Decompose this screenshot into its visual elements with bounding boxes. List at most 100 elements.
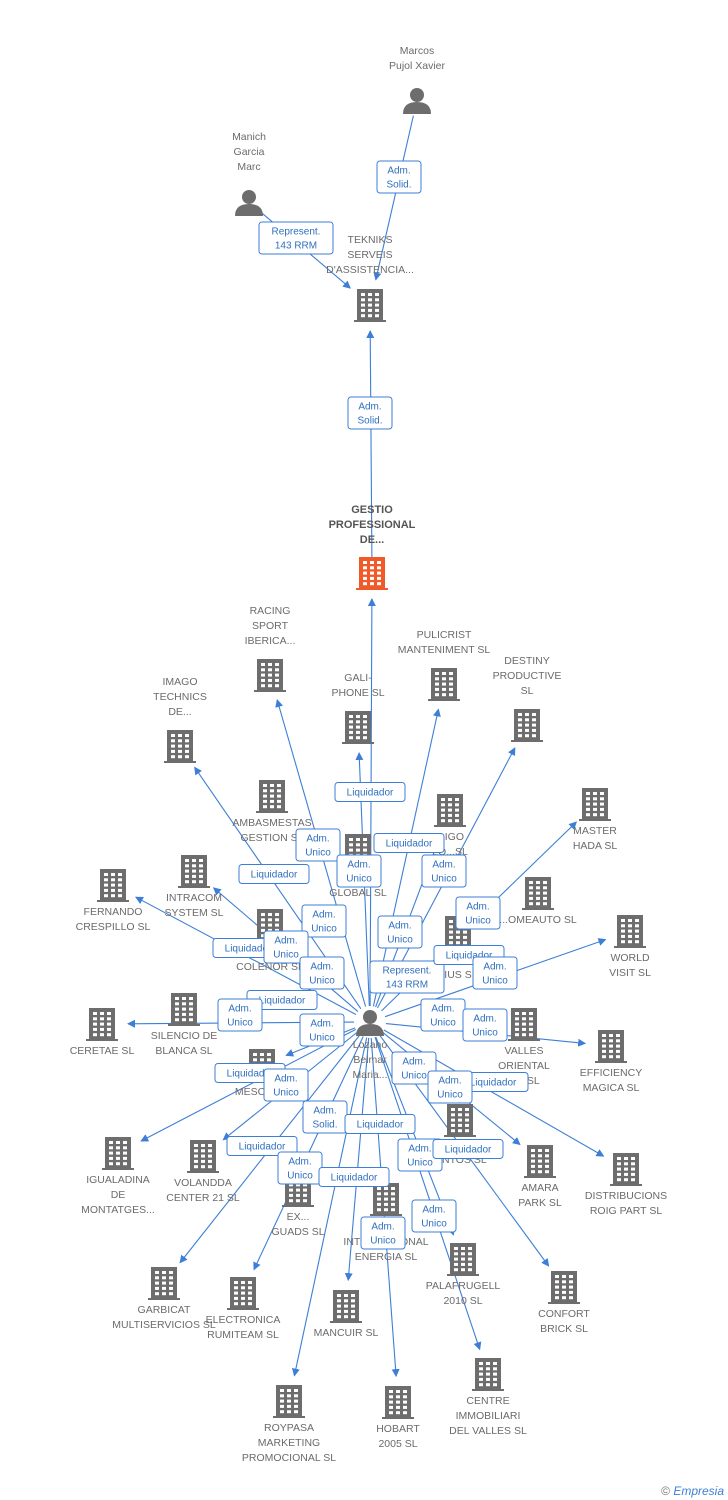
node-imago[interactable]: IMAGOTECHNICSDE... — [153, 676, 207, 763]
node-mancuir[interactable]: MANCUIR SL — [314, 1290, 379, 1339]
building-icon — [579, 788, 611, 821]
node-label: GARBICAT — [138, 1304, 191, 1316]
relation-label[interactable]: Adm. Solid. — [376, 160, 422, 194]
node-label: DEL VALLES SL — [449, 1425, 527, 1437]
relation-text: Liquidador — [445, 1145, 492, 1156]
node-label: GESTION SL — [240, 832, 303, 844]
building-icon — [610, 1153, 642, 1186]
building-icon — [472, 1358, 504, 1391]
relation-label[interactable]: Adm.Unico — [299, 956, 345, 990]
relation-label[interactable]: Liquidador — [334, 782, 406, 802]
relation-text: Liquidador — [227, 1069, 274, 1080]
relation-text: Unico — [465, 916, 491, 927]
relation-label[interactable]: Adm.Unico — [263, 1068, 309, 1102]
relation-label[interactable]: Represent.143 RRM — [369, 960, 445, 994]
node-label: IMAGO — [162, 676, 197, 688]
relation-label[interactable]: Adm.Unico — [360, 1216, 406, 1250]
building-icon — [595, 1030, 627, 1063]
relation-text: Unico — [309, 1033, 335, 1044]
relation-text: Adm. — [274, 936, 297, 947]
relation-label[interactable]: Adm.Solid. — [347, 396, 393, 430]
relation-label[interactable]: Adm.Unico — [336, 854, 382, 888]
relation-text: Adm. — [387, 166, 410, 177]
relation-label[interactable]: Adm.Unico — [217, 998, 263, 1032]
node-label: FERNANDO — [84, 906, 143, 918]
relation-label[interactable]: Represent.143 RRM — [258, 221, 334, 255]
relation-label[interactable]: Adm.Unico — [421, 854, 467, 888]
relation-label[interactable]: Liquidador — [226, 1136, 298, 1156]
relation-label[interactable]: Liquidador — [318, 1167, 390, 1187]
relation-label[interactable]: Adm.Unico — [411, 1199, 457, 1233]
node-lozano[interactable]: LozanoBelmarMaria... — [352, 1010, 388, 1081]
node-igualadina[interactable]: IGUALADINADEMONTATGES... — [81, 1137, 155, 1216]
relation-label[interactable]: Adm.Unico — [277, 1151, 323, 1185]
node-ceretae[interactable]: CERETAE SL — [70, 1008, 135, 1057]
node-label: MAGICA SL — [583, 1082, 640, 1094]
node-label: PROFESSIONAL — [329, 519, 416, 531]
node-tekniks[interactable]: TEKNIKSSERVEISD'ASSISTENCIA... — [326, 234, 414, 322]
edge-lozano-gestio — [367, 598, 376, 1007]
relation-label[interactable]: Adm.Unico — [455, 896, 501, 930]
relation-label[interactable]: Adm.Unico — [377, 915, 423, 949]
node-label: VOLANDDA — [174, 1177, 232, 1189]
relation-label[interactable]: Adm.Unico — [462, 1008, 508, 1042]
node-label: Maria... — [352, 1069, 387, 1081]
relation-text: Solid. — [386, 180, 411, 191]
relation-label[interactable]: Adm.Unico — [420, 998, 466, 1032]
node-homeauto[interactable]: ...OMEAUTO SL — [499, 877, 577, 926]
relation-text: Adm. — [388, 921, 411, 932]
relation-label[interactable]: Adm.Unico — [295, 828, 341, 862]
node-label: INTRACOM — [166, 892, 222, 904]
relation-text: Unico — [227, 1018, 253, 1029]
building-icon — [354, 289, 386, 322]
node-racing[interactable]: RACINGSPORTIBERICA... — [245, 605, 296, 692]
node-galiphone[interactable]: GALI-PHONE SL — [331, 672, 385, 744]
relation-text: Unico — [482, 976, 508, 987]
node-label: ...OMEAUTO SL — [499, 914, 577, 926]
node-intracom[interactable]: INTRACOM SYSTEM SL — [165, 855, 224, 919]
node-label: 2010 SL — [443, 1295, 482, 1307]
relation-label[interactable]: Liquidador — [238, 864, 310, 884]
relation-label[interactable]: Adm.Unico — [391, 1051, 437, 1085]
node-label: RUMITEAM SL — [207, 1329, 279, 1341]
relation-label[interactable]: Adm.Unico — [263, 930, 309, 964]
relation-label[interactable]: Adm.Unico — [299, 1013, 345, 1047]
relation-label[interactable]: Liquidador — [373, 833, 445, 853]
node-gestio[interactable]: GESTIOPROFESSIONALDE... — [329, 504, 416, 590]
node-label: HADA SL — [573, 840, 618, 852]
building-icon — [356, 557, 388, 590]
relation-label[interactable]: Liquidador — [457, 1072, 529, 1092]
building-icon — [511, 709, 543, 742]
relation-label[interactable]: Liquidador — [344, 1114, 416, 1134]
relation-label[interactable]: Adm.Unico — [427, 1070, 473, 1104]
relation-label[interactable]: Adm.Solid. — [302, 1100, 348, 1134]
relation-label[interactable]: Liquidador — [432, 1139, 504, 1159]
relation-text: Adm. — [402, 1057, 425, 1068]
relation-label[interactable]: Adm.Unico — [472, 956, 518, 990]
relation-label[interactable]: Adm.Unico — [301, 904, 347, 938]
building-icon — [168, 993, 200, 1026]
node-label: Belmar — [353, 1054, 387, 1066]
node-label: SYSTEM SL — [165, 907, 224, 919]
